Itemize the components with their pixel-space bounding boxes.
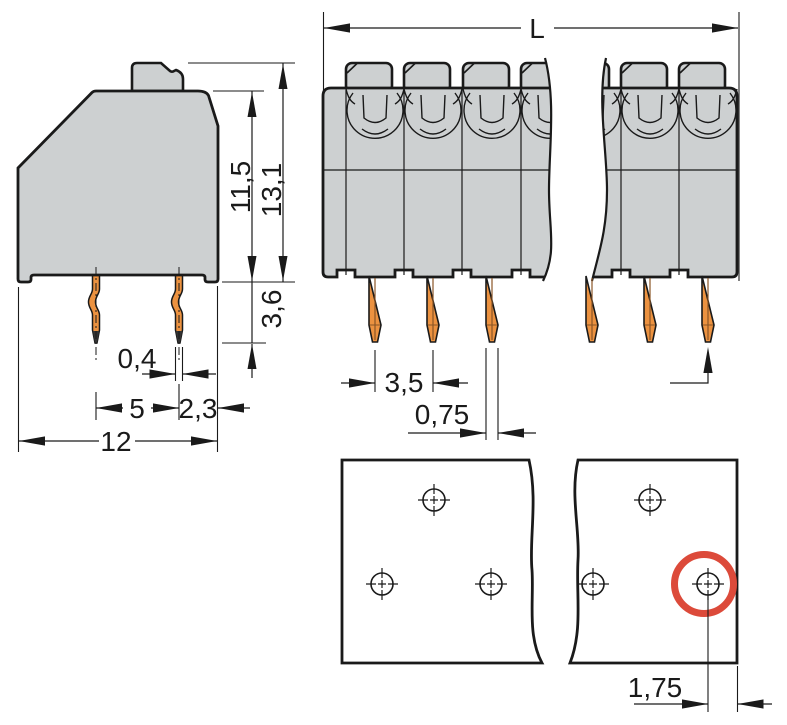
highlighted-hole-marker: [671, 551, 737, 617]
drill-plan: 1,75: [340, 458, 772, 712]
dim-pole-pitch: 3,5: [385, 367, 424, 398]
side-push-button: [130, 61, 185, 93]
break-gap: [543, 58, 607, 281]
dim-total-length: L: [529, 13, 545, 44]
front-pin: [585, 275, 599, 343]
front-pin: [701, 275, 715, 343]
dim-depth: 12: [100, 426, 131, 457]
side-pin: [170, 271, 184, 344]
side-pin: [87, 271, 101, 344]
dim-front-pin-width: 0,75: [415, 399, 470, 430]
dim-total-height: 13,1: [256, 163, 287, 218]
front-pin: [485, 275, 499, 343]
front-pin: [368, 275, 382, 343]
front-view: L 3,5 0,75: [321, 12, 740, 440]
side-view: 11,5 13,1 3,6 0,4 5 2,3 12: [16, 61, 295, 457]
pcb-panel-right: [567, 458, 739, 665]
front-pin: [643, 275, 657, 343]
dim-pin-width: 0,4: [118, 343, 157, 374]
dim-body-height: 11,5: [225, 161, 256, 213]
datum-arrow: [703, 347, 713, 373]
dim-hole-to-edge: 1,75: [628, 672, 683, 703]
side-housing-body: [16, 89, 220, 284]
dim-pin-length: 3,6: [256, 290, 287, 329]
front-housing-body: [321, 86, 739, 279]
front-pin: [426, 275, 440, 343]
dim-pin-to-edge: 2,3: [179, 393, 218, 424]
pcb-panel-left: [340, 458, 545, 665]
dim-pin-spacing: 5: [129, 393, 145, 424]
